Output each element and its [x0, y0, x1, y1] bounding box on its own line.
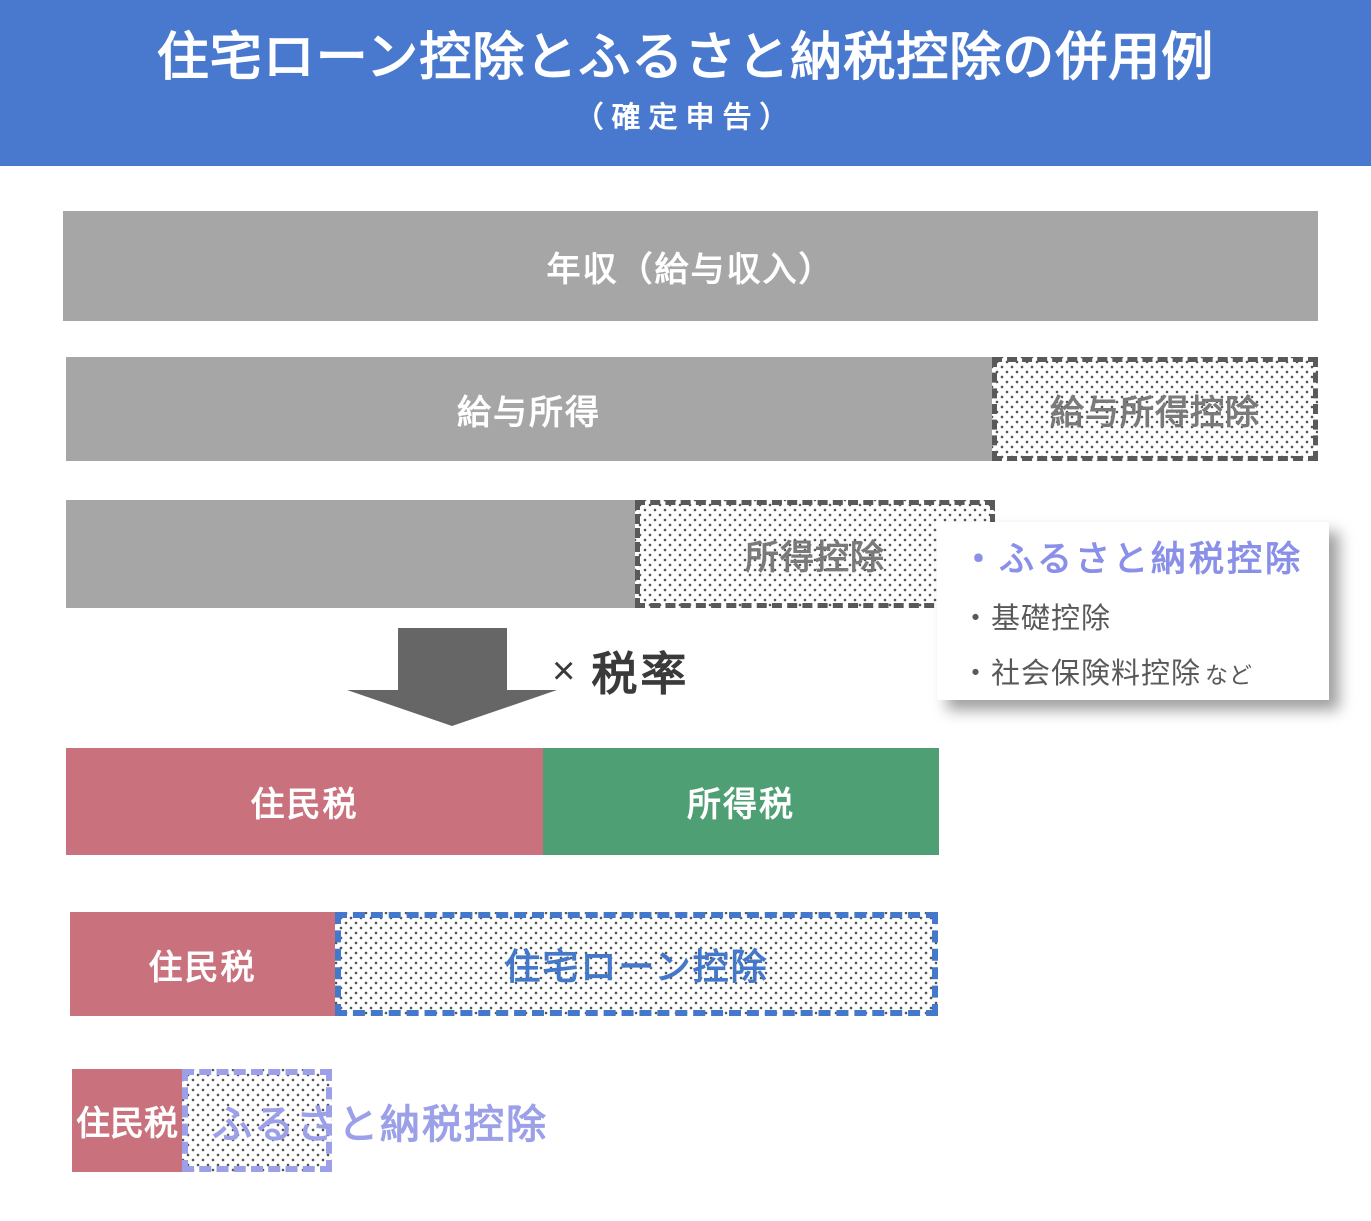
- bar-annual-income: 年収（給与収入）: [63, 211, 1318, 321]
- bar-taxable-income: [66, 500, 635, 608]
- bar-income-tax-label: 所得税: [687, 786, 795, 824]
- header-band: 住宅ローン控除とふるさと納税控除の併用例 （確定申告）: [0, 0, 1371, 166]
- bar-income-tax: 所得税: [543, 748, 939, 855]
- box-salary-deduction-label: 給与所得控除: [1050, 393, 1260, 432]
- page-subtitle: （確定申告）: [574, 101, 797, 134]
- box-income-deduction-label: 所得控除: [745, 538, 885, 577]
- note-item-social-insurance: ・社会保険料控除など: [961, 650, 1329, 692]
- multiply-operator: ×: [552, 648, 576, 693]
- box-furusato-deduction-label: ふるさと納税控除: [212, 1102, 548, 1147]
- bar-resident-tax-housing: 住民税: [70, 912, 335, 1016]
- bar-resident-tax-label: 住民税: [250, 786, 359, 824]
- bar-salary-income-label: 給与所得: [457, 393, 601, 432]
- note-item-social-insurance-suffix: など: [1205, 661, 1254, 688]
- note-item-furusato: ・ふるさと納税控除: [961, 539, 1304, 579]
- box-housing-loan-deduction: 住宅ローン控除: [335, 912, 938, 1016]
- tax-rate-annotation: × 税率: [552, 643, 689, 700]
- page-title: 住宅ローン控除とふるさと納税控除の併用例: [156, 29, 1215, 88]
- bar-resident-tax-furusato: 住民税: [72, 1069, 182, 1172]
- note-item-social-insurance-label: ・社会保険料控除: [961, 657, 1202, 690]
- bar-resident-tax-housing-label: 住民税: [148, 948, 257, 987]
- note-item-basic: ・基礎控除: [961, 602, 1112, 635]
- box-income-deduction: 所得控除: [635, 500, 995, 608]
- bar-salary-income: 給与所得: [66, 357, 992, 461]
- deduction-note-card: ・ふるさと納税控除 ・基礎控除 ・社会保険料控除など: [937, 522, 1329, 700]
- box-salary-deduction: 給与所得控除: [992, 357, 1318, 461]
- box-furusato-deduction: [182, 1069, 332, 1172]
- bar-annual-income-label: 年収（給与収入）: [546, 250, 835, 289]
- down-arrow-icon: [347, 628, 557, 726]
- bar-resident-tax: 住民税: [66, 748, 543, 855]
- tax-rate-label: 税率: [591, 648, 690, 700]
- box-housing-loan-deduction-label: 住宅ローン控除: [504, 946, 769, 987]
- bar-resident-tax-furusato-label: 住民税: [76, 1105, 178, 1143]
